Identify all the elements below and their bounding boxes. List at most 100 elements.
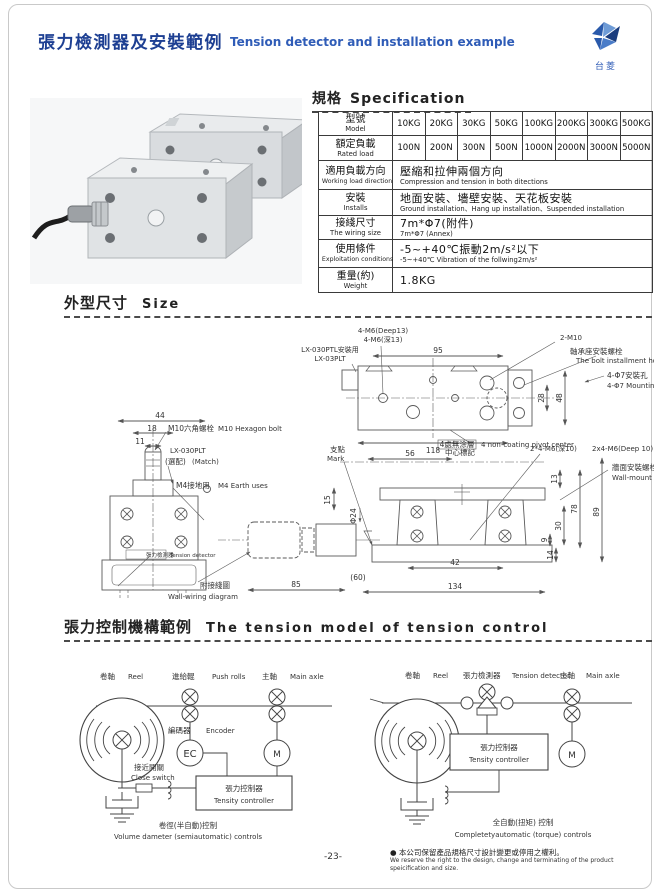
table-row-rated-load: 額定負載 Rated load 100N 200N 300N 500N 1000…: [318, 135, 653, 161]
dim-label: 95: [433, 346, 443, 355]
cable-connector: [31, 201, 109, 240]
cell-value-en: Compression and tension in both ditectio…: [400, 177, 548, 186]
table-row-model: 型號 Model 10KG 20KG 30KG 50KG 100KG 200KG…: [318, 111, 653, 136]
product-photo: [30, 98, 302, 284]
row-label-en: Model: [345, 125, 366, 133]
cell-value-zh: 7m*Φ7(附件): [400, 217, 474, 230]
diagram-label: Reel: [128, 673, 143, 681]
drawing-label: 軸承座安裝螺栓: [570, 346, 623, 356]
drawing-label: LX-03PLT: [314, 355, 346, 363]
row-label-zh: 適用負載方向: [325, 165, 386, 177]
diagram-label: 進給輥: [172, 671, 195, 681]
load-cell: 300N: [457, 135, 491, 161]
drawing-label: (Match): [192, 458, 219, 466]
page-number: -23-: [324, 852, 342, 862]
diagram-label: Reel: [433, 672, 448, 680]
drawing-label: 4處無涂層: [440, 439, 475, 449]
load-cell: 500N: [489, 135, 523, 161]
company-logo: 台菱: [578, 20, 634, 72]
drawing-label: The bolt installment hole: [575, 357, 654, 365]
drawing-label: 4-M6(深13): [364, 335, 403, 344]
row-label-zh: 型號: [345, 114, 366, 125]
diagram-label: 張力控制器: [225, 783, 263, 793]
dim-label: 30: [554, 521, 563, 531]
cell-value-en: 7m*Φ7 (Annex): [400, 230, 453, 238]
dim-label: 28: [537, 393, 546, 403]
table-row-conditions: 使用條件 Exploitation conditions -5~+40℃振動2m…: [318, 239, 653, 268]
drawing-label: 2*4-M6(深10): [530, 444, 577, 453]
dim-label: Φ24: [349, 508, 358, 524]
cell-value-en: -5~+40℃ Vibration of the follwing2m/s²: [400, 256, 538, 264]
table-row-wiring-size: 接綫尺寸 The wiring size 7m*Φ7(附件) 7m*Φ7 (An…: [318, 215, 653, 240]
dim-label: 56: [405, 449, 415, 458]
load-cell: 2000N: [554, 135, 588, 161]
diagram-label: Main axle: [586, 672, 620, 680]
cell-value-zh: 地面安裝、墻壁安裝、天花板安裝: [400, 192, 573, 205]
diagram-label: Push rolls: [212, 673, 246, 681]
model-cell: 30KG: [457, 111, 491, 136]
drawing-label: 4-Φ7安裝孔: [607, 370, 648, 380]
dim-label: 15: [323, 495, 332, 505]
drawing-label: 2-M10: [560, 334, 582, 342]
drawing-label: Wall-mount bolts: [612, 474, 654, 482]
drawing-label: 支點: [330, 444, 345, 454]
front-block: [86, 157, 254, 260]
drawing-label: M4 Earth uses: [218, 482, 268, 490]
size-heading-zh: 外型尺寸: [64, 294, 129, 312]
drawing-label: M4接地用: [176, 480, 210, 490]
row-label-zh: 額定負載: [335, 138, 376, 150]
spec-heading-zh: 規格: [312, 91, 342, 107]
dim-label: 118: [426, 446, 441, 455]
diagram-label: 卷軸: [100, 671, 115, 681]
dim-label: 14: [546, 550, 555, 560]
load-cell: 3000N: [587, 135, 621, 161]
row-label-zh: 使用條件: [335, 244, 376, 255]
diagram-caption-en: Volume dameter (semiautomatic) controls: [114, 833, 262, 841]
dim-label: 134: [448, 582, 463, 591]
fullauto-control-diagram: 卷軸 Reel 張力檢測器 Tension detector 主軸 Main a…: [369, 670, 632, 839]
drawing-label: M10 Hexagon bolt: [218, 425, 282, 433]
drawing-label: Tension detector: [169, 553, 216, 559]
dim-label: 85: [291, 580, 301, 589]
drawing-label: M10六角螺栓: [168, 423, 215, 433]
row-label-en: Weight: [343, 281, 368, 290]
diagram-caption-zh: 全自動(扭矩) 控制: [493, 817, 554, 827]
drawing-label: (選配): [165, 456, 186, 466]
footer-note: ● 本公司保留產品規格尺寸設計變更或停用之權利。 We reserve the …: [390, 848, 648, 873]
diagram-label: Encoder: [206, 727, 235, 735]
diagram-label: 主軸: [560, 670, 575, 680]
cell-value-zh: 壓縮和拉伸兩個方向: [400, 164, 504, 178]
diagram-caption-zh: 卷徑(半自動)控制: [159, 820, 217, 830]
control-heading-en: The tension model of tension control: [206, 621, 549, 636]
logo-pinwheel-icon: [592, 22, 620, 50]
dim-label: 9: [540, 537, 549, 542]
drawing-label: Wall-wiring diagram: [168, 593, 238, 601]
page-title-en: Tension detector and installation exampl…: [230, 35, 515, 49]
dim-label: 11: [135, 437, 145, 446]
dim-label: 42: [450, 558, 460, 567]
diagram-label: 編碼器: [168, 725, 191, 735]
diagram-label: Main axle: [290, 673, 324, 681]
table-row-weight: 重量(約) Weight 1.8KG: [318, 267, 653, 293]
cell-value-en: [393, 287, 652, 288]
model-cell: 10KG: [392, 111, 426, 136]
row-label-zh: 安裝: [345, 193, 366, 204]
size-drawings: 4-M6(Deep13) 4-M6(深13) LX-030PTL安裝用 LX-0…: [101, 327, 654, 601]
footer-note-en: We reserve the right to the design, chan…: [390, 857, 614, 872]
dim-label: 13: [550, 474, 559, 484]
drawing-label: LX-030PLT: [170, 447, 206, 455]
model-cell: 50KG: [489, 111, 523, 136]
cell-value-zh: 1.8KG: [400, 273, 436, 287]
model-cell: 100KG: [522, 111, 556, 136]
diagram-label: Tension detector: [511, 672, 570, 680]
row-label-en: Rated load: [337, 149, 374, 158]
drawing-label: 中心標記: [445, 447, 475, 457]
cell-value-en: Ground installation、Hang up installation…: [400, 205, 625, 213]
drawing-label: 2x4-M6(Deep 10): [592, 445, 653, 453]
page-border: [8, 4, 652, 889]
diagram-label: 接近開關: [134, 762, 164, 772]
load-cell: 100N: [392, 135, 426, 161]
